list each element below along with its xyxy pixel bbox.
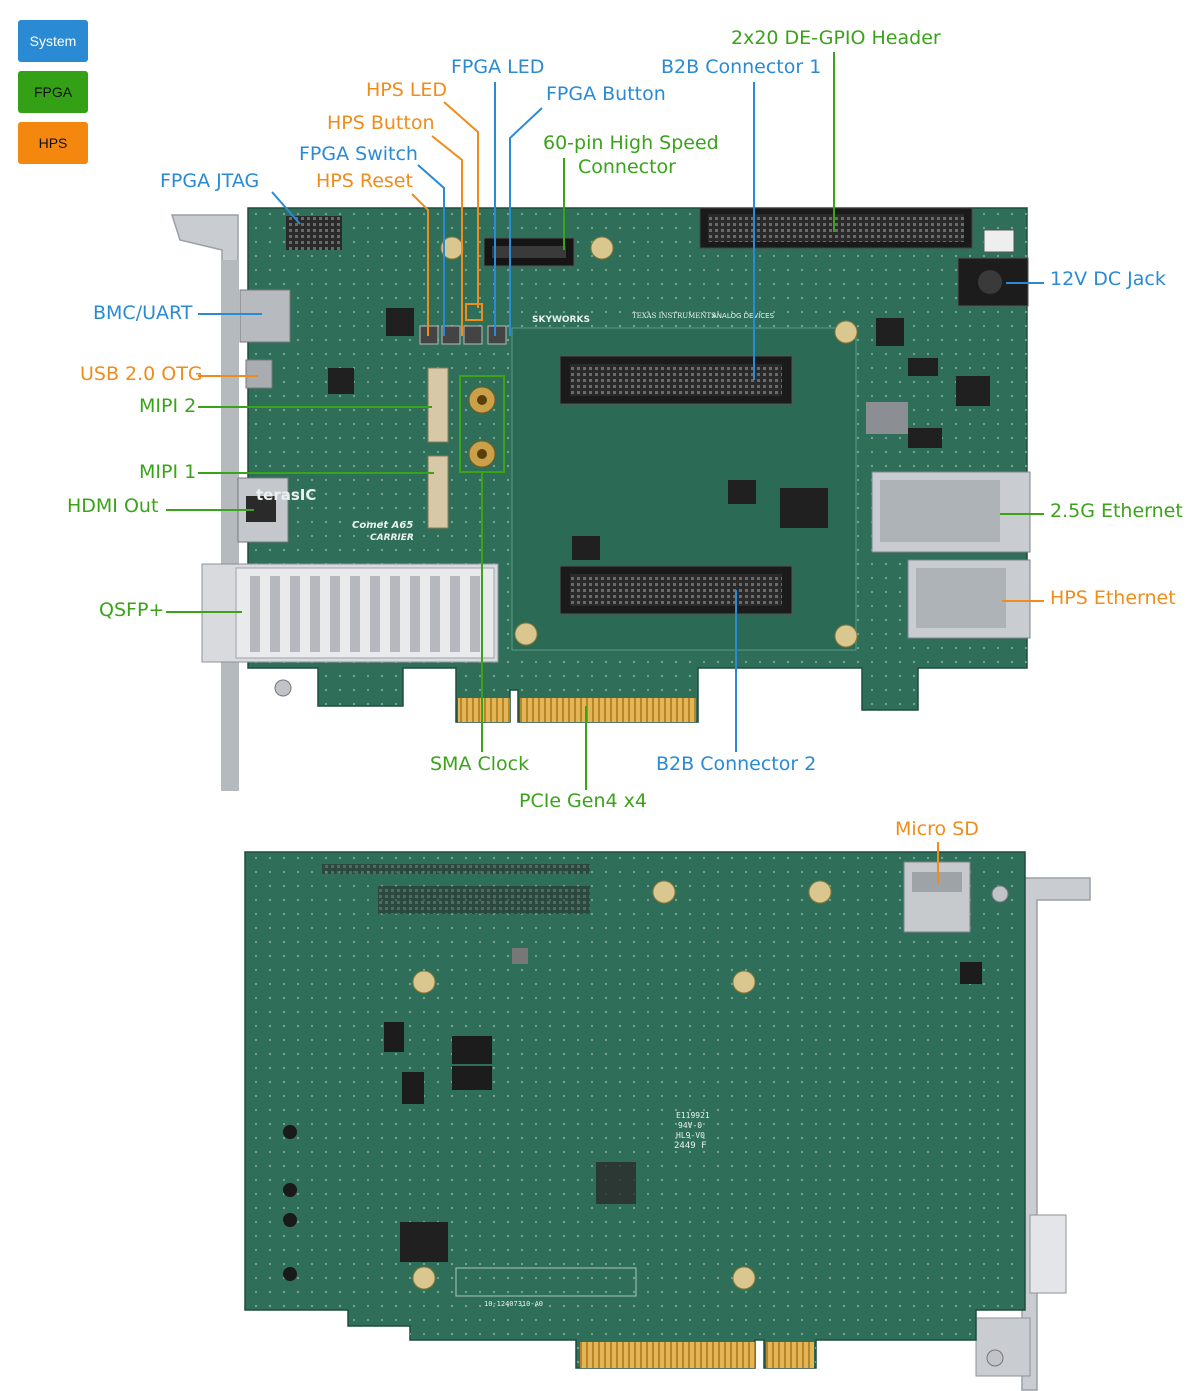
line-hps-reset — [411, 193, 429, 336]
label-hps-reset: HPS Reset — [316, 170, 413, 192]
label-micro-sd: Micro SD — [895, 818, 979, 840]
label-mipi2: MIPI 2 — [139, 395, 197, 417]
label-fpga-button: FPGA Button — [546, 83, 666, 105]
back-marking-1: E119921 — [676, 1111, 710, 1120]
label-sma-clock: SMA Clock — [430, 753, 530, 775]
skyworks-print: SKYWORKS — [532, 315, 590, 325]
line-fpga-jtag — [271, 191, 301, 225]
label-dc-jack: 12V DC Jack — [1050, 268, 1166, 290]
label-hps-button: HPS Button — [327, 112, 435, 134]
line-fpga-button — [509, 107, 543, 336]
back-marking-4: 2449 F — [674, 1141, 707, 1151]
label-usb-otg: USB 2.0 OTG — [80, 363, 203, 385]
label-fpga-jtag: FPGA JTAG — [160, 170, 260, 192]
legend-fpga: FPGA — [18, 71, 88, 113]
label-eth-25g: 2.5G Ethernet — [1050, 500, 1183, 522]
adi-print: ANALOG DEVICES — [712, 312, 775, 320]
label-fpga-led: FPGA LED — [451, 56, 545, 78]
back-board: E119921 94V-0 HL9-V0 2449 F 10-12407310-… — [244, 851, 1091, 1391]
legend-hps: HPS — [18, 122, 88, 164]
label-mipi1: MIPI 1 — [139, 461, 197, 483]
label-pcie: PCIe Gen4 x4 — [519, 790, 647, 812]
model-print-2: CARRIER — [370, 533, 414, 543]
label-b2b-connector-2: B2B Connector 2 — [656, 753, 817, 775]
back-marking-2: 94V-0 — [678, 1121, 702, 1130]
legend-fpga-label: FPGA — [33, 84, 73, 100]
legend-system: System — [18, 20, 88, 62]
label-gpio-header: 2x20 DE-GPIO Header — [731, 27, 941, 49]
back-marking-3: HL9-V0 — [676, 1131, 705, 1140]
ti-print: TEXAS INSTRUMENTS — [632, 312, 716, 320]
legend-system-label: System — [29, 33, 77, 49]
model-print-1: Comet A65 — [352, 520, 413, 531]
back-part-number: 10-12407310-A0 — [484, 1300, 543, 1308]
label-qsfp: QSFP+ — [99, 599, 165, 621]
label-hs-connector-2: Connector — [578, 156, 676, 178]
brand-print: terasIC — [256, 486, 316, 504]
line-hps-button — [431, 135, 463, 336]
label-b2b-connector-1: B2B Connector 1 — [661, 56, 822, 78]
line-hps-led — [443, 101, 479, 308]
label-hs-connector-1: 60-pin High Speed — [543, 132, 719, 154]
label-hps-ethernet: HPS Ethernet — [1050, 587, 1176, 609]
label-hps-led: HPS LED — [366, 79, 448, 101]
line-fpga-switch — [417, 164, 445, 336]
label-fpga-switch: FPGA Switch — [299, 143, 418, 165]
label-bmc-uart: BMC/UART — [93, 302, 193, 324]
legend-hps-label: HPS — [38, 135, 68, 151]
label-hdmi-out: HDMI Out — [67, 495, 159, 517]
front-board: terasIC Comet A65 CARRIER SKYWORKS TEXAS… — [170, 207, 1031, 791]
